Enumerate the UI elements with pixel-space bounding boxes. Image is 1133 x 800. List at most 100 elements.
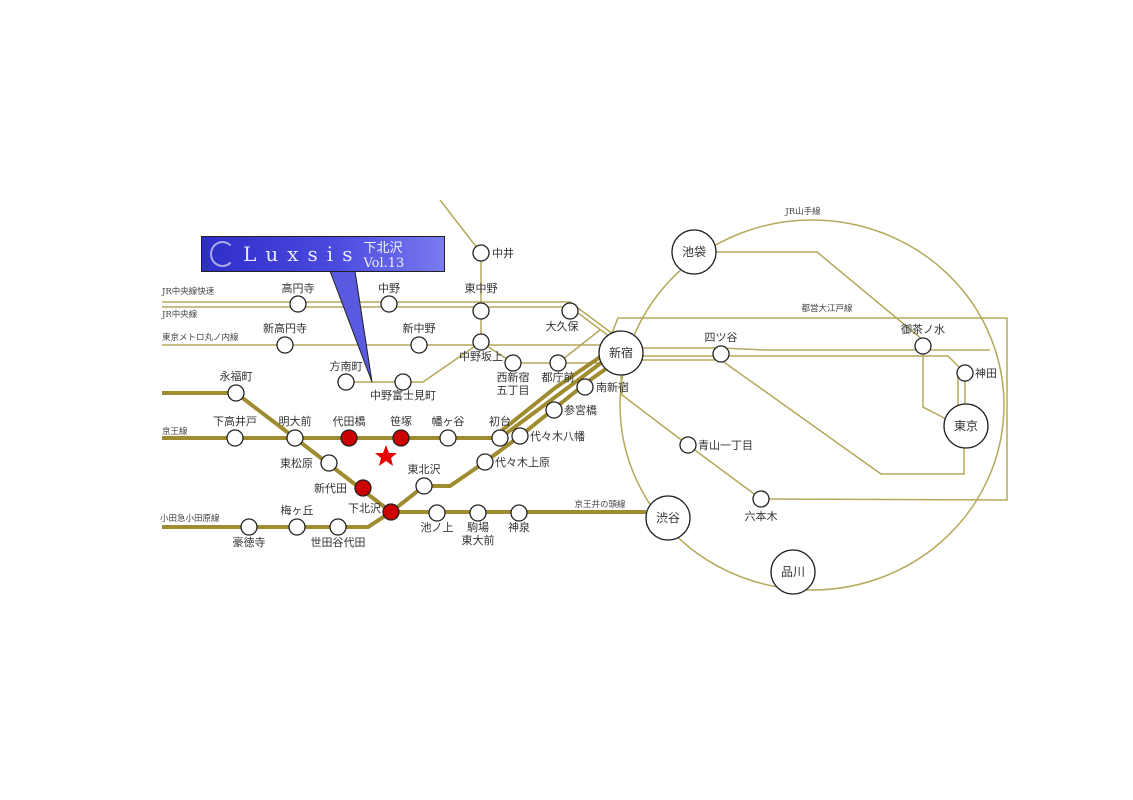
station[interactable]: 都庁前 bbox=[542, 354, 575, 384]
station-marker bbox=[598, 330, 644, 376]
station-name-line: 初台 bbox=[489, 414, 511, 428]
station-name-line: 東大前 bbox=[462, 533, 495, 547]
station-name-line: 池ノ上 bbox=[421, 521, 454, 534]
station[interactable]: 池ノ上 bbox=[421, 504, 454, 534]
station[interactable]: 四ツ谷 bbox=[705, 331, 738, 363]
station[interactable]: 池袋 bbox=[671, 229, 717, 275]
station[interactable]: 梅ヶ丘 bbox=[281, 503, 314, 536]
station-name: 御茶ノ水 bbox=[901, 322, 945, 336]
station-name-line: 駒場 bbox=[467, 521, 489, 534]
station-name: 品川 bbox=[781, 565, 805, 579]
station[interactable]: 大久保 bbox=[546, 302, 579, 333]
station[interactable]: 新高円寺 bbox=[263, 321, 307, 354]
station-name: 下北沢 bbox=[348, 501, 381, 515]
station-marker bbox=[561, 302, 579, 320]
station-marker bbox=[410, 336, 428, 354]
station[interactable]: 神泉 bbox=[508, 504, 530, 534]
station[interactable]: 御茶ノ水 bbox=[901, 322, 945, 355]
station[interactable]: 新宿 bbox=[598, 330, 644, 376]
station-marker bbox=[510, 504, 528, 522]
station-name-line: 中野 bbox=[378, 282, 400, 295]
station-marker bbox=[770, 549, 816, 595]
station-name-line: 東京 bbox=[954, 419, 978, 433]
station-marker bbox=[956, 364, 974, 382]
station-name-line: 代々木上原 bbox=[495, 456, 550, 469]
station-name-line: 東北沢 bbox=[408, 462, 441, 476]
station[interactable]: 東中野 bbox=[465, 282, 498, 320]
station-name: 中野 bbox=[378, 282, 400, 295]
station[interactable]: 笹塚 bbox=[390, 415, 412, 447]
station-name: 参宮橋 bbox=[564, 403, 597, 417]
station-marker bbox=[288, 518, 306, 536]
station-name: 南新宿 bbox=[596, 380, 629, 394]
station-name: 都庁前 bbox=[542, 370, 575, 384]
station[interactable]: 中井 bbox=[472, 244, 514, 262]
station[interactable]: 下高井戸 bbox=[213, 414, 257, 447]
station[interactable]: 代々木上原 bbox=[476, 453, 550, 471]
station[interactable]: 六本木 bbox=[745, 490, 778, 523]
line-label-keio: 京王線 bbox=[162, 426, 188, 437]
station-name: 明大前 bbox=[279, 414, 312, 428]
highlighted-station-marker bbox=[340, 429, 358, 447]
station-name: 高円寺 bbox=[282, 281, 315, 295]
station-name: 幡ヶ谷 bbox=[432, 414, 465, 428]
station-name: 下高井戸 bbox=[213, 414, 257, 428]
station[interactable]: 代々木八幡 bbox=[511, 427, 585, 445]
station-name-line: 五丁目 bbox=[497, 384, 530, 397]
station-name-line: 笹塚 bbox=[390, 415, 412, 428]
brand-name: Luxsis bbox=[243, 242, 362, 266]
station[interactable]: 東松原 bbox=[280, 454, 338, 472]
station[interactable]: 幡ヶ谷 bbox=[432, 414, 465, 447]
station-marker bbox=[476, 453, 494, 471]
station[interactable]: 新中野 bbox=[403, 321, 436, 354]
station[interactable]: 神田 bbox=[956, 364, 997, 382]
station-name: 豪徳寺 bbox=[233, 535, 266, 549]
station[interactable]: 世田谷代田 bbox=[311, 518, 366, 549]
station[interactable]: 中野富士見町 bbox=[370, 373, 436, 402]
station[interactable]: 東京 bbox=[943, 403, 989, 449]
station-name: 駒場東大前 bbox=[462, 521, 495, 547]
highlighted-station-marker bbox=[354, 479, 372, 497]
station-name: 神田 bbox=[975, 366, 997, 380]
keio-new-line bbox=[498, 353, 605, 434]
current-location-star bbox=[375, 445, 397, 466]
station-name-line: 方南町 bbox=[330, 359, 363, 373]
station-name-line: 東中野 bbox=[465, 282, 498, 295]
station[interactable]: 下北沢 bbox=[348, 501, 400, 521]
station[interactable]: 中野 bbox=[378, 282, 400, 313]
station[interactable]: 品川 bbox=[770, 549, 816, 595]
station-name: 渋谷 bbox=[656, 511, 680, 525]
station-name-line: 参宮橋 bbox=[564, 403, 597, 417]
station-marker bbox=[914, 337, 932, 355]
station[interactable]: 永福町 bbox=[220, 369, 253, 402]
station-name-line: 下高井戸 bbox=[213, 414, 257, 428]
station[interactable]: 渋谷 bbox=[645, 495, 691, 541]
station[interactable]: 新代田 bbox=[314, 479, 372, 497]
station-name: 中野坂上 bbox=[459, 350, 503, 363]
station-name-line: 神田 bbox=[975, 366, 997, 380]
station-name: 東中野 bbox=[465, 282, 498, 295]
station[interactable]: 方南町 bbox=[330, 359, 363, 391]
station[interactable]: 青山一丁目 bbox=[679, 436, 753, 454]
station[interactable]: 参宮橋 bbox=[545, 401, 597, 419]
station-marker bbox=[645, 495, 691, 541]
station[interactable]: 明大前 bbox=[279, 414, 312, 447]
station[interactable]: 豪徳寺 bbox=[233, 518, 266, 549]
station-name: 世田谷代田 bbox=[311, 536, 366, 549]
station[interactable]: 西新宿五丁目 bbox=[497, 354, 530, 397]
station[interactable]: 高円寺 bbox=[282, 281, 315, 313]
station[interactable]: 南新宿 bbox=[576, 378, 629, 396]
station[interactable]: 代田橋 bbox=[333, 414, 366, 447]
station[interactable]: 駒場東大前 bbox=[462, 504, 495, 547]
station-name: 笹塚 bbox=[390, 415, 412, 428]
station-name: 新中野 bbox=[403, 321, 436, 335]
station-marker bbox=[337, 373, 355, 391]
station-name-line: 東松原 bbox=[280, 456, 313, 470]
station[interactable]: 中野坂上 bbox=[459, 333, 503, 363]
station[interactable]: 東北沢 bbox=[408, 462, 441, 495]
station-name-line: 青山一丁目 bbox=[698, 439, 753, 452]
station[interactable]: 初台 bbox=[489, 414, 511, 447]
station-name-line: 渋谷 bbox=[656, 511, 680, 525]
station-marker bbox=[226, 429, 244, 447]
station-marker bbox=[752, 490, 770, 508]
